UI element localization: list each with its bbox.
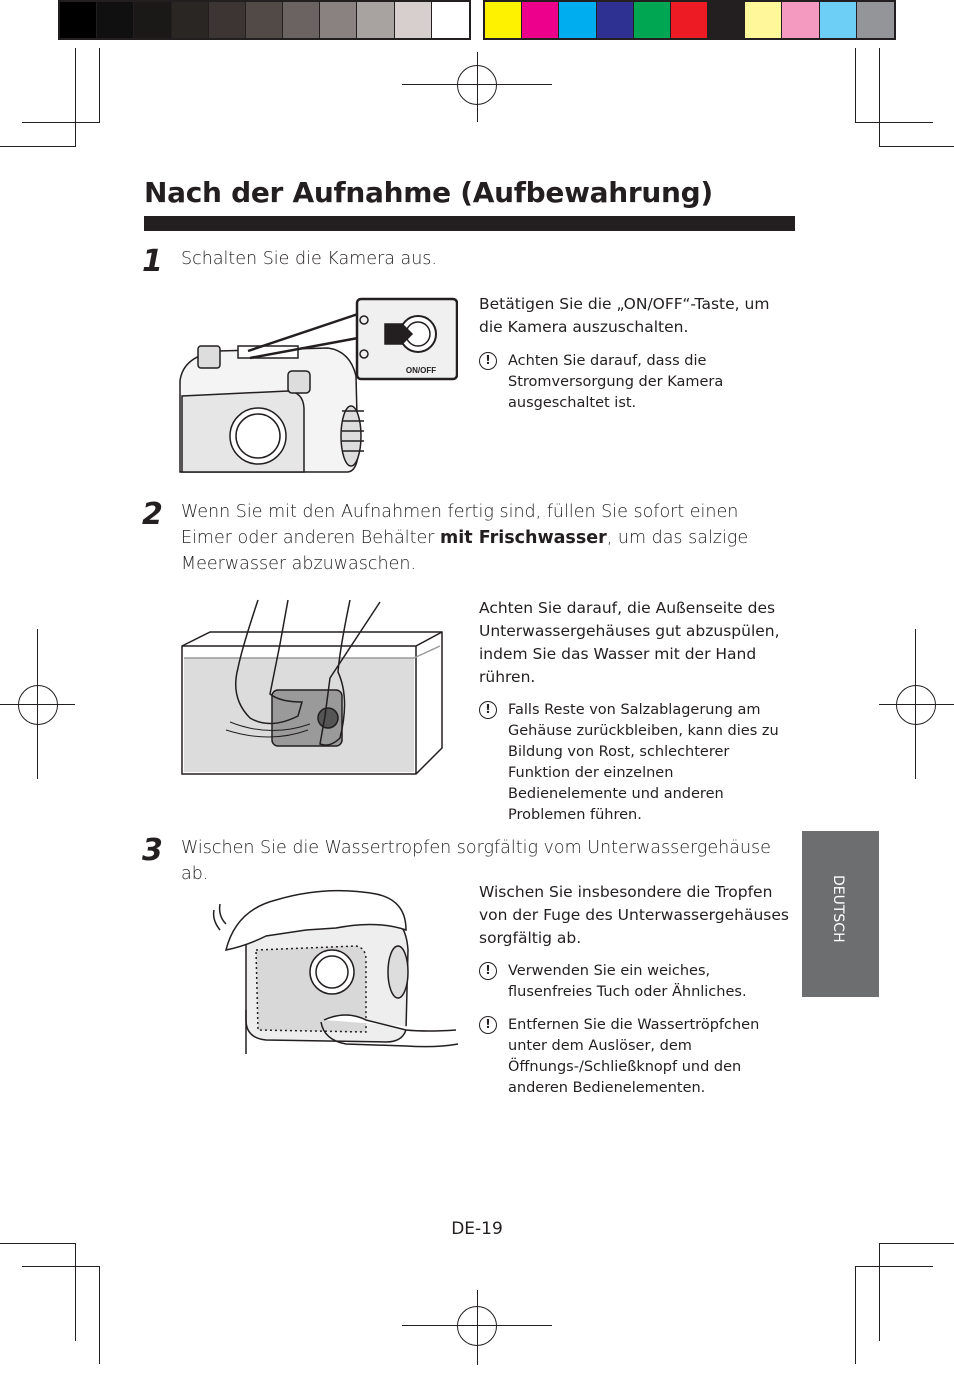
process-swatch-4 bbox=[596, 2, 634, 38]
step-1-note-text: Achten Sie darauf, dass die Stromversorg… bbox=[508, 353, 724, 411]
grayscale-swatch-5 bbox=[208, 2, 246, 38]
caution-icon: ! bbox=[479, 352, 497, 370]
grayscale-swatch-7 bbox=[283, 2, 321, 38]
grayscale-color-bar bbox=[58, 0, 471, 40]
grayscale-swatch-11 bbox=[431, 2, 469, 38]
step-2-note-text: Falls Reste von Salzablagerung am Gehäus… bbox=[508, 702, 779, 823]
registration-mark-right bbox=[896, 685, 936, 725]
grayscale-swatch-6 bbox=[245, 2, 284, 38]
process-swatch-1 bbox=[485, 2, 523, 38]
step-3-note-2: ! Entfernen Sie die Wassertröpfchen unte… bbox=[479, 1015, 789, 1099]
step-1-note: ! Achten Sie darauf, dass die Stromverso… bbox=[479, 351, 789, 414]
process-swatch-5 bbox=[633, 2, 671, 38]
step-2-instruction-pre: Wenn Sie mit den Aufnahmen fertig sind, … bbox=[181, 502, 739, 548]
caution-icon: ! bbox=[479, 1016, 497, 1034]
grayscale-swatch-4 bbox=[171, 2, 209, 38]
title-rule bbox=[144, 216, 795, 231]
step-2-number: 2 bbox=[142, 497, 163, 532]
step-1-description: Betätigen Sie die „ON/OFF“-Taste, um die… bbox=[479, 295, 770, 336]
page-title: Nach der Aufnahme (Aufbewahrung) bbox=[144, 176, 713, 209]
grayscale-swatch-10 bbox=[394, 2, 432, 38]
language-tab-label: DEUTSCH bbox=[830, 875, 846, 943]
step-3-number: 3 bbox=[142, 833, 163, 868]
process-color-bar bbox=[483, 0, 896, 40]
grayscale-swatch-1 bbox=[60, 2, 98, 38]
step-1-instruction: Schalten Sie die Kamera aus. bbox=[181, 249, 437, 269]
step-2-instruction-bold: mit Frischwasser bbox=[440, 528, 607, 548]
wiping-housing-illustration bbox=[212, 889, 459, 1054]
caution-icon: ! bbox=[479, 701, 497, 719]
registration-mark-left bbox=[18, 685, 58, 725]
step-2-instruction: Wenn Sie mit den Aufnahmen fertig sind, … bbox=[181, 499, 791, 577]
step-3-note-2-text: Entfernen Sie die Wassertröpfchen unter … bbox=[508, 1017, 760, 1096]
on-off-label: ON/OFF bbox=[406, 366, 436, 375]
grayscale-swatch-3 bbox=[134, 2, 172, 38]
rinsing-bucket-illustration bbox=[181, 599, 443, 775]
language-tab: DEUTSCH bbox=[802, 831, 879, 997]
caution-icon: ! bbox=[479, 962, 497, 980]
process-swatch-11 bbox=[856, 2, 894, 38]
grayscale-swatch-2 bbox=[97, 2, 135, 38]
process-swatch-6 bbox=[670, 2, 709, 38]
step-2-instruction-post: , um das salzige Meerwasser abzuwaschen. bbox=[181, 528, 749, 574]
page-number: DE-19 bbox=[451, 1219, 503, 1239]
process-swatch-7 bbox=[708, 2, 746, 38]
process-swatch-9 bbox=[782, 2, 820, 38]
process-swatch-3 bbox=[559, 2, 597, 38]
step-3-description: Wischen Sie insbesondere die Tropfen von… bbox=[479, 883, 789, 947]
process-swatch-2 bbox=[522, 2, 560, 38]
step-2-note: ! Falls Reste von Salzablagerung am Gehä… bbox=[479, 700, 789, 826]
camera-housing-illustration: ON/OFF bbox=[179, 297, 458, 473]
process-swatch-8 bbox=[745, 2, 783, 38]
grayscale-swatch-8 bbox=[320, 2, 358, 38]
step-1-number: 1 bbox=[142, 244, 163, 279]
step-3-note-1-text: Verwenden Sie ein weiches, flusenfreies … bbox=[508, 963, 747, 1000]
process-swatch-10 bbox=[819, 2, 857, 38]
registration-mark-bottom bbox=[457, 1306, 497, 1346]
registration-mark-top bbox=[457, 65, 497, 105]
grayscale-swatch-9 bbox=[357, 2, 395, 38]
step-2-description: Achten Sie darauf, die Außenseite des Un… bbox=[479, 599, 780, 686]
step-3-note-1: ! Verwenden Sie ein weiches, flusenfreie… bbox=[479, 961, 789, 1003]
step-3-instruction: Wischen Sie die Wassertropfen sorgfältig… bbox=[181, 838, 771, 884]
